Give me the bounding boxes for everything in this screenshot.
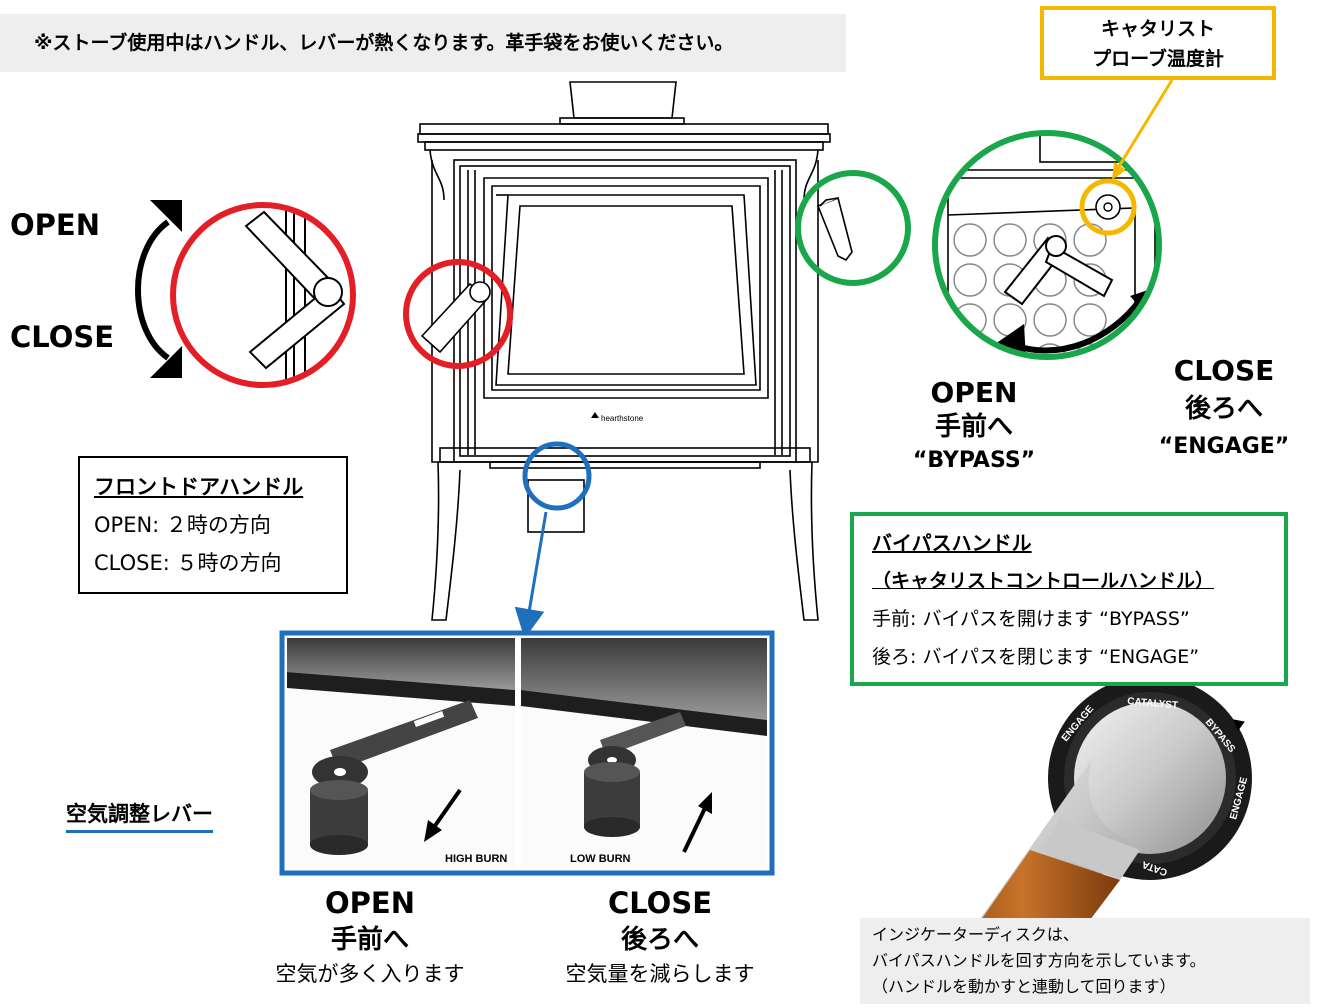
- air-lever-highlight: [522, 441, 592, 511]
- indicator-caption-line1: インジケーターディスクは、: [872, 925, 1079, 944]
- bypass-close-en: “ENGAGE”: [1158, 434, 1290, 459]
- photo-low-burn: [521, 638, 767, 868]
- bypass-close-block: CLOSE 後ろへ “ENGAGE”: [1144, 352, 1304, 466]
- indicator-caption-line3: （ハンドルを動かすと連動して回ります）: [872, 977, 1176, 996]
- air-lever-label: 空気調整レバー: [66, 798, 213, 833]
- catalyst-probe-line2: プローブ温度計: [1092, 48, 1224, 70]
- photo-high-burn: [287, 638, 515, 868]
- front-handle-highlight: [403, 259, 513, 369]
- bypass-box-back: 後ろ: バイパスを閉じます “ENGAGE”: [872, 646, 1200, 668]
- bypass-open-jp: 手前へ: [934, 412, 1013, 442]
- front-handle-zoom-ring: [170, 202, 356, 388]
- air-open-desc: 空気が多く入ります: [275, 962, 465, 986]
- bypass-close-jp: 後ろへ: [1184, 394, 1263, 424]
- dial-catalyst: CATALYST: [1127, 696, 1179, 711]
- air-open-jp: 手前へ: [330, 925, 409, 955]
- front-door-box-close: CLOSE: ５時の方向: [94, 551, 282, 575]
- bypass-handle: [816, 196, 853, 262]
- air-lever-callout-line: [514, 511, 548, 639]
- warning-banner: ※ストーブ使用中はハンドル、レバーが熱くなります。革手袋をお使いください。: [0, 14, 846, 72]
- indicator-caption: インジケーターディスクは、 バイパスハンドルを回す方向を示しています。 （ハンド…: [860, 918, 1310, 1004]
- bypass-box-title2: （キャタリストコントロールハンドル）: [872, 570, 1215, 592]
- low-burn-label: LOW BURN: [570, 853, 631, 865]
- front-open-label: OPEN: [10, 208, 100, 242]
- air-close-jp: 後ろへ: [620, 925, 699, 955]
- bypass-box-front: 手前: バイパスを開けます “BYPASS”: [872, 608, 1190, 630]
- bypass-handle-highlight: [795, 170, 911, 286]
- front-handle-zoom: [244, 205, 346, 385]
- air-close-block: CLOSE 後ろへ 空気量を減らします: [540, 884, 780, 990]
- catalyst-probe-label: キャタリスト プローブ温度計: [1040, 6, 1276, 80]
- bypass-zoom: [935, 133, 1159, 357]
- air-open-block: OPEN 手前へ 空気が多く入ります: [250, 884, 490, 990]
- probe-callout-line: [1116, 79, 1174, 169]
- stove-logo-text: hearthstone: [601, 414, 644, 423]
- front-door-box-title: フロントドアハンドル: [94, 475, 304, 499]
- front-close-label: CLOSE: [10, 320, 115, 354]
- indicator-caption-line2: バイパスハンドルを回す方向を示しています。: [872, 951, 1206, 970]
- bypass-info-box: バイパスハンドル （キャタリストコントロールハンドル） 手前: バイパスを開けま…: [850, 512, 1288, 686]
- catalyst-probe-line1: キャタリスト: [1100, 18, 1215, 40]
- front-door-box-open: OPEN: ２時の方向: [94, 513, 271, 537]
- front-door-info-box: フロントドアハンドル OPEN: ２時の方向 CLOSE: ５時の方向: [78, 456, 348, 594]
- air-close-desc: 空気量を減らします: [565, 962, 755, 986]
- front-handle-arrow: [135, 200, 182, 378]
- bypass-open-en: “BYPASS”: [912, 448, 1036, 473]
- bypass-zoom-ring: [932, 130, 1162, 360]
- bypass-close-label: CLOSE: [1173, 354, 1275, 387]
- bypass-open-block: OPEN 手前へ “BYPASS”: [894, 376, 1054, 478]
- stove-logo: [591, 412, 599, 418]
- air-open-title: OPEN: [325, 886, 415, 920]
- probe-highlight: [1079, 178, 1137, 236]
- air-close-title: CLOSE: [607, 886, 713, 920]
- bypass-box-title1: バイパスハンドル: [872, 531, 1032, 555]
- high-burn-label: HIGH BURN: [445, 853, 507, 865]
- front-door-handle: [420, 281, 491, 354]
- stove-body: [417, 81, 831, 621]
- bypass-open-label: OPEN: [930, 376, 1018, 409]
